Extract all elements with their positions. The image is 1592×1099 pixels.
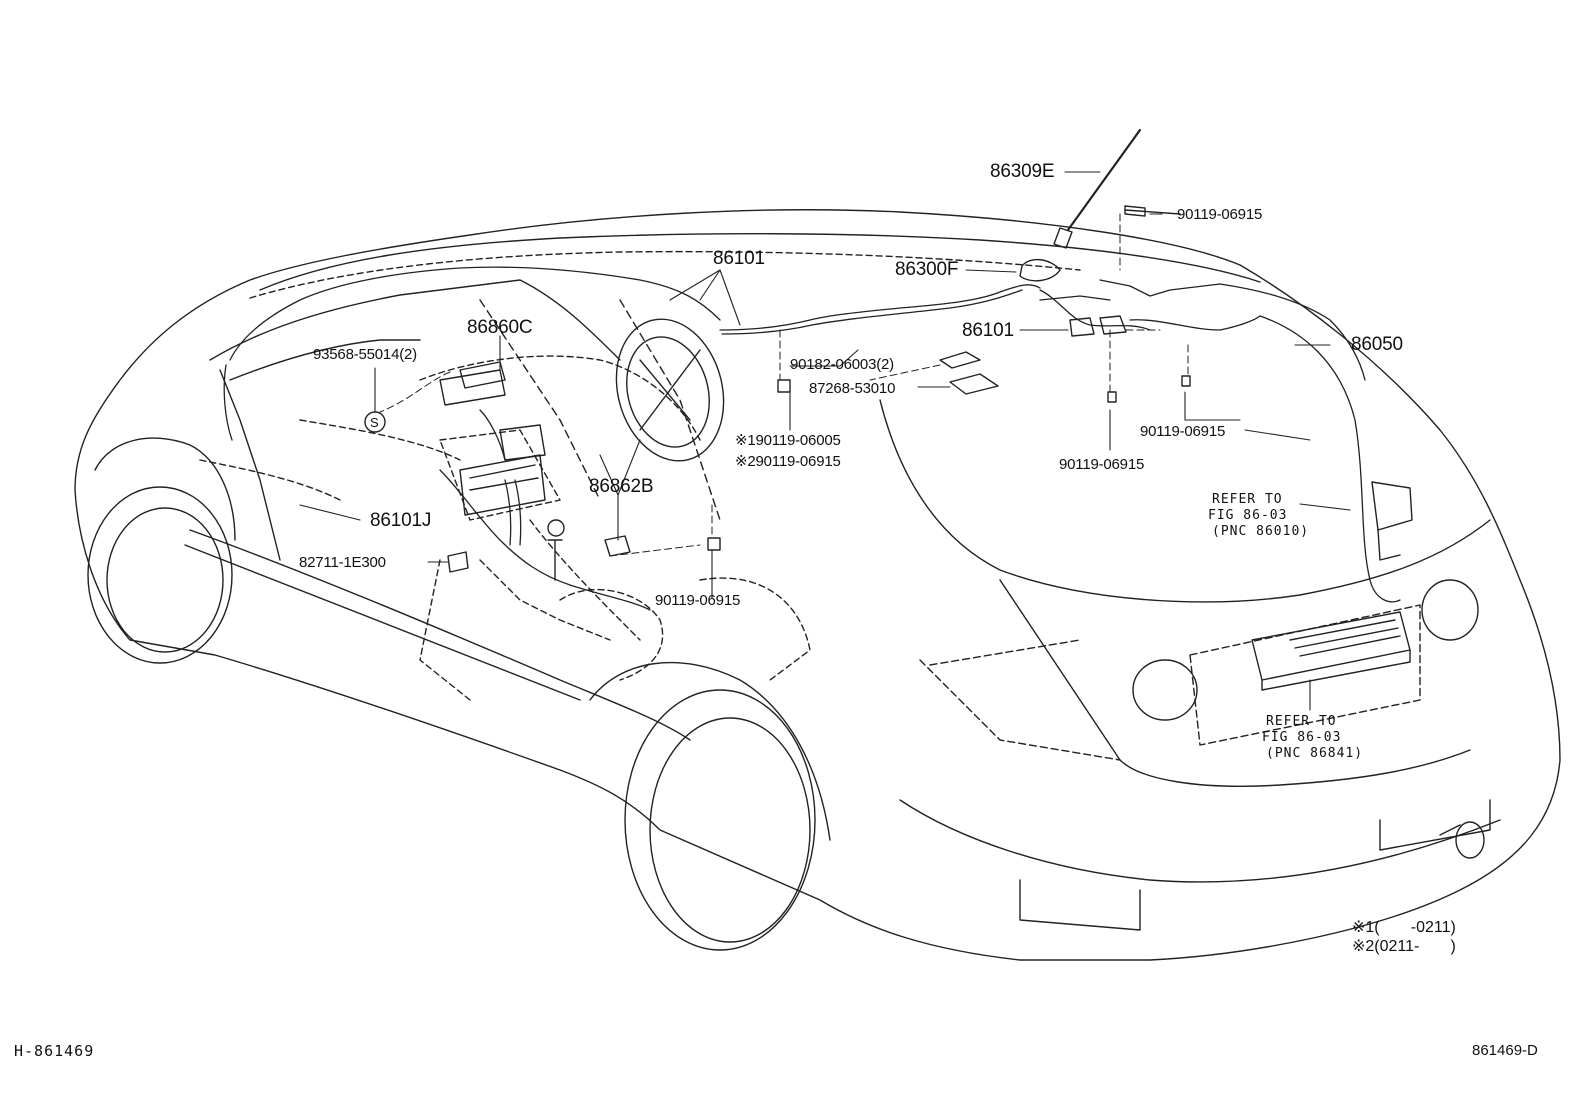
label-90119-06915-r2: 90119-06915 <box>1059 456 1145 473</box>
refer-lower-line: FIG 86-03 <box>1262 730 1342 745</box>
label-86300F: 86300F <box>895 259 959 280</box>
label-90119-06915-r1: 90119-06915 <box>1140 423 1226 440</box>
legend-line-1: ※1( -0211) <box>1352 919 1456 936</box>
leader-lines <box>299 171 1351 711</box>
refer-lower-line: (PNC 86841) <box>1266 746 1364 761</box>
phantom-lines <box>379 213 1189 557</box>
label-82711-1E300: 82711-1E300 <box>299 554 386 571</box>
label-90119-06915-b: ※290119-06915 <box>735 453 841 470</box>
center-console <box>439 369 565 581</box>
refer-lower-line: REFER TO <box>1266 714 1337 729</box>
refer-upper-line: (PNC 86010) <box>1212 524 1310 539</box>
footer-right-code: 861469-D <box>1472 1042 1538 1059</box>
label-86309E: 86309E <box>990 161 1055 182</box>
refer-block-upper: REFER TO FIG 86-03 (PNC 86010) <box>1208 492 1309 540</box>
label-90119-06915-top: 90119-06915 <box>1177 206 1263 223</box>
interior-outline <box>199 355 811 701</box>
roof-antenna <box>1019 128 1181 282</box>
label-86050: 86050 <box>1351 334 1403 355</box>
label-86101-mid: 86101 <box>962 320 1014 341</box>
label-87268-53010: 87268-53010 <box>809 380 896 397</box>
label-86101J: 86101J <box>370 510 432 531</box>
label-86101-top: 86101 <box>713 248 765 269</box>
refer-upper-line: REFER TO <box>1212 492 1283 507</box>
footer-left-code: H-861469 <box>14 1042 95 1060</box>
label-86862B: 86862B <box>589 476 654 497</box>
label-90119-06005: ※190119-06005 <box>735 432 841 449</box>
label-90182-06003: 90182-06003(2) <box>790 356 894 373</box>
s-mark-letter: S <box>370 415 379 430</box>
wheels <box>87 437 831 951</box>
label-90119-06915-low: 90119-06915 <box>655 592 741 609</box>
refer-upper-line: FIG 86-03 <box>1208 508 1288 523</box>
label-93568-55014: 93568-55014(2) <box>313 346 417 363</box>
car-body-outline <box>74 209 1561 961</box>
legend-line-2: ※2(0211- ) <box>1352 938 1456 955</box>
steering-wheel <box>615 318 725 462</box>
label-86860C: 86860C <box>467 317 533 338</box>
refer-block-lower: REFER TO FIG 86-03 (PNC 86841) <box>1262 714 1363 762</box>
